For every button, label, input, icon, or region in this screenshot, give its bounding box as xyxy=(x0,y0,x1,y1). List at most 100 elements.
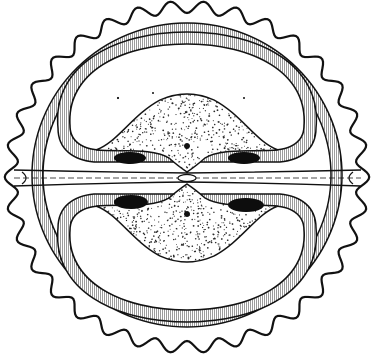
stipple-dot xyxy=(182,237,183,238)
stipple-dot xyxy=(155,251,156,252)
stipple-dot xyxy=(186,126,187,127)
stipple-dot xyxy=(237,231,238,232)
stipple-dot xyxy=(169,204,170,205)
stipple-dot xyxy=(177,206,179,208)
stipple-dot xyxy=(208,105,209,106)
stipple-dot xyxy=(172,156,173,157)
stipple-dot xyxy=(199,259,201,261)
stipple-dot xyxy=(149,110,150,111)
stipple-dot xyxy=(194,113,195,114)
stipple-dot xyxy=(134,139,136,141)
lower-left-dark-body xyxy=(114,195,148,209)
upper-right-dark-body xyxy=(228,152,260,164)
stipple-dot xyxy=(141,221,143,223)
stipple-dot xyxy=(225,151,227,153)
stipple-dot xyxy=(235,214,236,215)
stipple-dot xyxy=(209,241,211,243)
upper-left-dark-body xyxy=(114,152,146,164)
stipple-dot xyxy=(169,198,171,200)
stipple-dot xyxy=(193,115,194,116)
stipple-dot xyxy=(213,111,215,113)
stipple-dot xyxy=(184,129,185,130)
stipple-dot xyxy=(202,214,204,216)
stipple-dot xyxy=(237,148,238,149)
stipple-dot xyxy=(157,206,158,207)
stipple-dot xyxy=(199,112,200,113)
stipple-dot xyxy=(123,226,124,227)
stipple-dot xyxy=(248,131,250,133)
stipple-dot xyxy=(217,227,218,228)
stipple-dot xyxy=(228,149,229,150)
stipple-dot xyxy=(144,240,146,242)
stipple-dot xyxy=(171,224,172,225)
stipple-dot xyxy=(192,193,194,195)
stipple-dot xyxy=(197,235,198,236)
stipple-dot xyxy=(244,146,245,147)
stipple-dot xyxy=(238,127,240,129)
stipple-dot xyxy=(169,144,171,146)
stipple-dot xyxy=(158,140,159,141)
stipple-dot xyxy=(176,249,178,251)
stipple-dot xyxy=(239,235,241,237)
stipple-dot xyxy=(182,101,183,102)
stipple-dot xyxy=(121,150,122,151)
stipple-dot xyxy=(133,218,134,219)
stipple-dot xyxy=(175,144,177,146)
stipple-dot xyxy=(153,133,154,134)
stipple-dot xyxy=(190,109,192,111)
stipple-dot xyxy=(127,215,129,217)
stipple-dot xyxy=(186,111,187,112)
stipple-dot xyxy=(261,211,263,213)
stipple-dot xyxy=(197,138,198,139)
stipple-dot xyxy=(226,210,228,212)
stipple-dot xyxy=(200,220,201,221)
stipple-dot xyxy=(149,246,150,247)
stipple-dot xyxy=(204,104,205,105)
stipple-dot xyxy=(162,100,163,101)
stipple-dot xyxy=(119,211,121,213)
stipple-dot xyxy=(137,213,138,214)
stipple-dot xyxy=(168,231,169,232)
stipple-dot xyxy=(201,212,203,214)
stipple-dot xyxy=(198,238,200,240)
stipple-dot xyxy=(135,221,137,223)
stipple-dot xyxy=(190,201,191,202)
stipple-dot xyxy=(181,220,182,221)
stipple-dot xyxy=(142,149,143,150)
stipple-dot xyxy=(204,131,206,133)
stipple-dot xyxy=(188,158,189,159)
stipple-dot xyxy=(234,116,235,117)
stipple-dot xyxy=(204,229,205,230)
stipple-dot xyxy=(206,236,207,237)
stipple-dot xyxy=(181,167,182,168)
stipple-dot xyxy=(127,130,129,132)
stipple-dot xyxy=(224,128,226,130)
stipple-dot xyxy=(188,195,189,196)
stipple-dot xyxy=(184,238,185,239)
stipple-dot xyxy=(160,121,161,122)
stipple-dot xyxy=(113,214,114,215)
stipple-dot xyxy=(150,134,151,135)
stipple-dot xyxy=(120,217,122,219)
stipple-dot xyxy=(163,240,164,241)
stipple-dot xyxy=(138,212,139,213)
stipple-dot xyxy=(199,252,200,253)
stipple-dot xyxy=(193,141,194,142)
stipple-dot xyxy=(130,149,132,151)
stipple-dot xyxy=(176,210,177,211)
stipple-dot xyxy=(183,94,184,95)
stipple-dot xyxy=(175,123,176,124)
stipple-dot xyxy=(228,244,229,245)
stipple-dot xyxy=(188,246,190,248)
stipple-dot xyxy=(229,132,231,134)
stipple-dot xyxy=(178,109,179,110)
stipple-dot xyxy=(207,242,209,244)
stipple-dot xyxy=(197,220,199,222)
stipple-dot xyxy=(228,115,230,117)
stipple-dot xyxy=(235,130,236,131)
stipple-dot xyxy=(136,234,137,235)
stipple-dot xyxy=(190,231,192,233)
stipple-dot xyxy=(221,217,223,219)
stipple-dot xyxy=(144,221,145,222)
stipple-dot xyxy=(133,227,134,228)
